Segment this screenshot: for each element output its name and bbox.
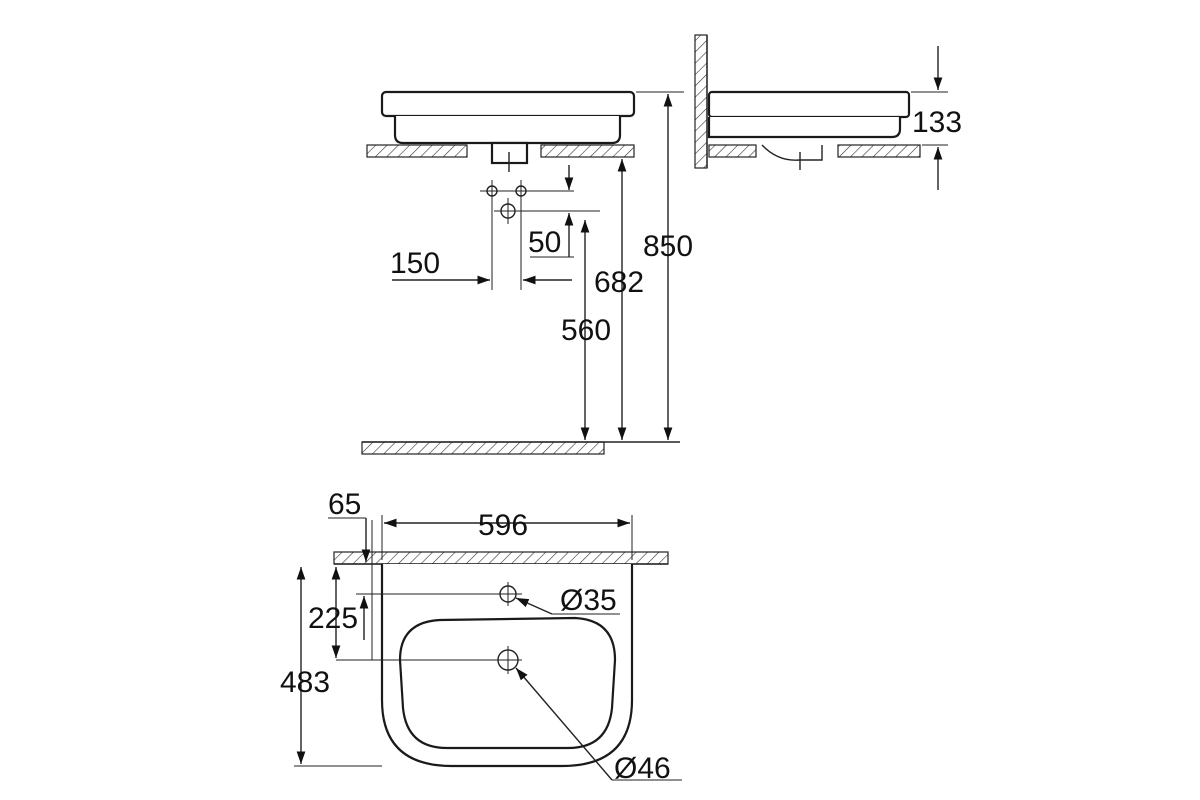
dimension-150-label: 150 bbox=[390, 247, 440, 280]
dimension-50-label: 50 bbox=[528, 226, 561, 259]
dimension-65: 65 bbox=[328, 488, 371, 562]
pipe-connections bbox=[480, 180, 600, 290]
diameter-46-label: Ø46 bbox=[614, 752, 671, 785]
dimension-150: 150 bbox=[390, 247, 572, 285]
floor-line bbox=[361, 441, 680, 455]
dimension-560: 560 bbox=[561, 220, 611, 440]
diameter-46-leader: Ø46 bbox=[515, 667, 682, 785]
dimension-65-label: 65 bbox=[328, 488, 361, 521]
dimension-850: 850 bbox=[636, 91, 693, 440]
dimension-483-label: 483 bbox=[280, 666, 330, 699]
basin-front-outline bbox=[366, 90, 636, 172]
dimension-133: 133 bbox=[911, 46, 962, 190]
dimension-133-label: 133 bbox=[912, 106, 962, 139]
dimension-682-label: 682 bbox=[594, 266, 644, 299]
front-elevation-view: 50 150 560 682 850 bbox=[361, 90, 693, 455]
diameter-35-label: Ø35 bbox=[560, 584, 617, 617]
dimension-483: 483 bbox=[280, 567, 330, 764]
dimension-50: 50 bbox=[528, 165, 574, 259]
dimension-560-label: 560 bbox=[561, 314, 611, 347]
diameter-35-leader: Ø35 bbox=[515, 584, 620, 617]
dimension-596: 596 bbox=[384, 509, 630, 542]
plan-view: 596 65 225 483 Ø35 Ø46 bbox=[280, 488, 682, 785]
dimension-596-label: 596 bbox=[478, 509, 528, 542]
dimension-225: 225 bbox=[308, 567, 369, 658]
dimension-850-label: 850 bbox=[643, 230, 693, 263]
dimension-225-label: 225 bbox=[308, 602, 358, 635]
side-elevation-view: 133 bbox=[694, 34, 962, 190]
dimension-682: 682 bbox=[594, 159, 644, 440]
